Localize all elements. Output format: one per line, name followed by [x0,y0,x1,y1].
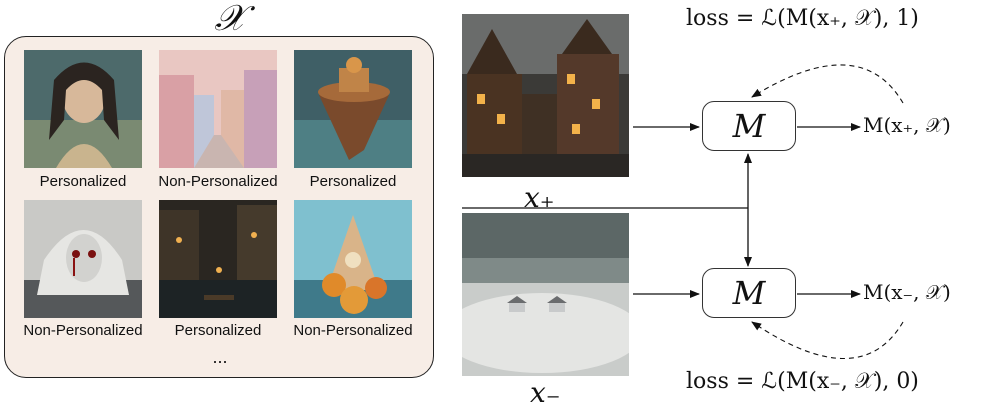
loss-feedback-arrow-bottom [751,321,904,360]
loss-formula-bottom: loss = ℒ(M(x₋, 𝒳), 0) [686,369,919,394]
set-caption-2: Non-Personalized [158,173,278,190]
set-image-pastel-street [159,50,277,168]
loss-feedback-arrow-top [751,64,904,104]
model-output-bottom: M(x₋, 𝒳) [863,280,951,304]
set-caption-6: Non-Personalized [293,322,413,339]
positive-image [462,14,629,177]
model-output-top: M(x₊, 𝒳) [863,113,951,137]
set-image-canal-night [159,200,277,318]
set-caption-4: Non-Personalized [23,322,143,339]
loss-formula-top: loss = ℒ(M(x₊, 𝒳), 1) [686,6,919,31]
set-caption-5: Personalized [174,322,262,339]
set-image-portrait-woman [24,50,142,168]
model-box-top: M [702,101,796,151]
negative-image [462,213,629,376]
set-image-grey-fantasy [24,200,142,318]
set-image-surreal-tower [294,200,412,318]
more-items-ellipsis: ... [212,347,228,367]
negative-label: x₋ [530,376,561,409]
set-image-floating-island [294,50,412,168]
set-symbol: 𝒳 [214,0,246,39]
set-caption-3: Personalized [309,173,397,190]
model-box-bottom: M [702,268,796,318]
positive-label: x₊ [524,181,555,214]
set-caption-1: Personalized [39,173,127,190]
